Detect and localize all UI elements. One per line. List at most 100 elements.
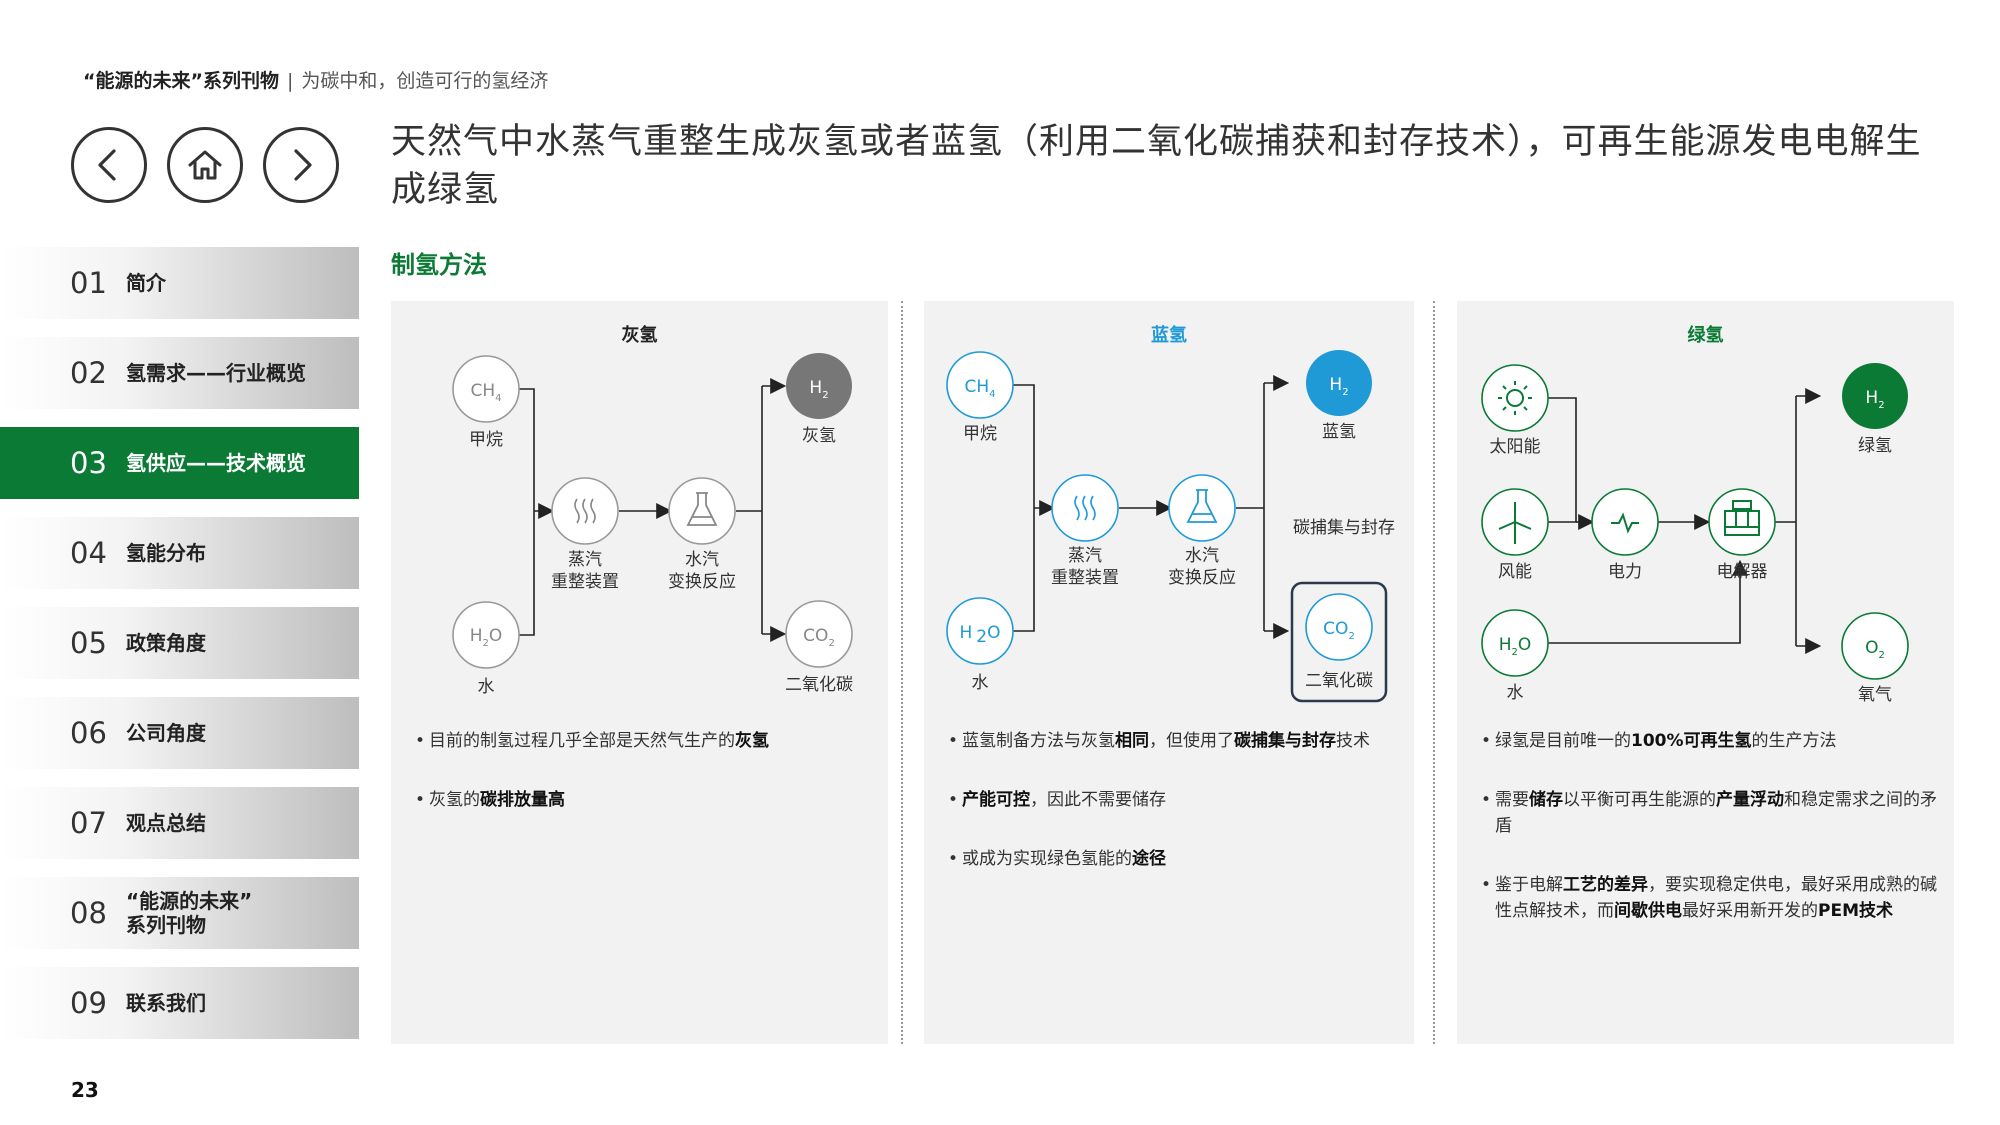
- svg-text:CO2: CO2: [1323, 619, 1355, 642]
- bullet-emphasis: 碳捕集与封存: [1234, 731, 1336, 751]
- electrolyser-node: [1708, 488, 1776, 556]
- svg-text:水: 水: [972, 673, 989, 693]
- pulse-icon: [1611, 512, 1639, 534]
- h2o-node: [452, 601, 520, 669]
- bullet-emphasis: 碳排放量高: [480, 790, 565, 810]
- svg-text:绿氢: 绿氢: [1858, 436, 1892, 456]
- panel-title-grey: 灰氢: [621, 325, 658, 346]
- bullet-item: 鉴于电解工艺的差异，要实现稳定供电，最好采用成熟的碱性点解技术，而间歇供电最好采…: [1481, 872, 1941, 924]
- bullet-text: 蓝氢制备方法与灰氢: [962, 731, 1115, 751]
- bullet-emphasis: 间歇供电: [1614, 901, 1682, 921]
- bullet-item: 目前的制氢过程几乎全部是天然气生产的灰氢: [415, 728, 875, 754]
- bullet-emphasis: 产量浮动: [1716, 790, 1784, 810]
- svg-text:蒸汽重整装置: 蒸汽重整装置: [1051, 546, 1119, 588]
- sidebar-item-label: 氢需求——行业概览: [126, 361, 306, 385]
- bullet-emphasis: 工艺的差异: [1563, 875, 1648, 895]
- sidebar-item-09[interactable]: 09 联系我们: [0, 967, 359, 1039]
- shift-node: [668, 477, 736, 545]
- svg-text:太阳能: 太阳能: [1490, 437, 1541, 457]
- bullet-emphasis: PEM技术: [1818, 901, 1893, 921]
- reformer-label: 蒸汽重整装置: [551, 550, 619, 592]
- steam-icon: [1074, 495, 1096, 521]
- co2-label: 二氧化碳: [785, 675, 853, 695]
- sidebar-item-label: 观点总结: [126, 811, 206, 835]
- bullet-emphasis: 灰氢: [735, 731, 769, 751]
- bullet-text: ，因此不需要储存: [1030, 790, 1166, 810]
- ch4-node: [946, 351, 1014, 419]
- chevron-right-icon: [294, 149, 312, 181]
- sidebar-item-number: 09: [70, 986, 107, 1020]
- grey-bullets: 目前的制氢过程几乎全部是天然气生产的灰氢灰氢的碳排放量高: [415, 728, 875, 813]
- sidebar-item-07[interactable]: 07 观点总结: [0, 787, 359, 859]
- bullet-emphasis: 100%可再生氢: [1631, 731, 1752, 751]
- sidebar-item-label: 联系我们: [126, 991, 206, 1015]
- sidebar-item-05[interactable]: 05 政策角度: [0, 607, 359, 679]
- svg-text:水汽变换反应: 水汽变换反应: [668, 550, 736, 592]
- wind-turbine-icon: [1498, 502, 1532, 544]
- bullet-text: 的生产方法: [1751, 731, 1837, 751]
- sidebar-item-number: 01: [70, 266, 107, 300]
- co2-node: [1305, 593, 1373, 661]
- sidebar-item-number: 07: [70, 806, 107, 840]
- bullet-text: 以平衡可再生能源的: [1563, 790, 1716, 810]
- sidebar-item-label: 政策角度: [126, 631, 206, 655]
- sidebar-item-label: 简介: [126, 271, 166, 295]
- reformer-label-l1: 蒸汽: [568, 550, 602, 570]
- bullet-emphasis: 相同: [1115, 731, 1149, 751]
- bullet-text: 需要: [1495, 790, 1529, 810]
- bullet-text: 和稳定需求之间的矛盾: [1495, 790, 1937, 836]
- divider: [1433, 301, 1435, 1044]
- sidebar-item-label: “能源的未来” 系列刊物: [126, 889, 253, 937]
- sidebar-item-08[interactable]: 08“能源的未来” 系列刊物: [0, 877, 359, 949]
- steam-icon: [574, 498, 596, 524]
- prev-button[interactable]: [71, 127, 147, 203]
- bullet-text: 鉴于电解: [1495, 875, 1563, 895]
- series-subtitle: 为碳中和，创造可行的氢经济: [301, 70, 549, 92]
- svg-text:CH4: CH4: [964, 377, 995, 400]
- sidebar-item-label: 公司角度: [126, 721, 206, 745]
- bullet-item: 产能可控，因此不需要储存: [948, 787, 1408, 813]
- ch4-label: 甲烷: [469, 430, 503, 450]
- sidebar-item-number: 05: [70, 626, 107, 660]
- chevron-left-icon: [98, 149, 116, 181]
- h2o-node: [946, 597, 1014, 665]
- bullet-text: 灰氢的: [429, 790, 480, 810]
- sidebar-item-number: 04: [70, 536, 107, 570]
- flask-icon: [686, 492, 718, 526]
- grey-h2-label: 灰氢: [802, 426, 836, 446]
- home-icon: [188, 150, 222, 180]
- bullet-emphasis: 途径: [1132, 849, 1166, 869]
- grey-h2-node: [786, 353, 852, 419]
- h2o-label: 水: [478, 677, 495, 697]
- sidebar-item-number: 03: [70, 446, 107, 480]
- solar-node: [1481, 364, 1549, 432]
- co2-node: [785, 600, 853, 668]
- bullet-emphasis: 储存: [1529, 790, 1563, 810]
- series-header: “能源的未来”系列刊物|为碳中和，创造可行的氢经济: [83, 66, 548, 93]
- sidebar-item-number: 02: [70, 356, 107, 390]
- bullet-item: 或成为实现绿色氢能的途径: [948, 846, 1408, 872]
- bullet-emphasis: 产能可控: [962, 790, 1030, 810]
- home-button[interactable]: [167, 127, 243, 203]
- bullet-item: 需要储存以平衡可再生能源的产量浮动和稳定需求之间的矛盾: [1481, 787, 1941, 839]
- page-title: 天然气中水蒸气重整生成灰氢或者蓝氢（利用二氧化碳捕获和封存技术），可再生能源发电…: [391, 122, 1922, 210]
- divider: [901, 301, 903, 1044]
- green-h2-node: [1842, 363, 1908, 429]
- svg-text:水汽变换反应: 水汽变换反应: [1168, 546, 1236, 588]
- sidebar-item-01[interactable]: 01 简介: [0, 247, 359, 319]
- blue-h2-node: [1306, 350, 1372, 416]
- blue-bullets: 蓝氢制备方法与灰氢相同，但使用了碳捕集与封存技术产能可控，因此不需要储存或成为实…: [948, 728, 1408, 872]
- sidebar-item-02[interactable]: 02 氢需求——行业概览: [0, 337, 359, 409]
- svg-text:CO2: CO2: [803, 626, 835, 649]
- o2-node: [1841, 612, 1909, 680]
- svg-text:蓝氢: 蓝氢: [1322, 422, 1356, 442]
- next-button[interactable]: [263, 127, 339, 203]
- grey-hydrogen-panel: 灰氢 CH4 甲烷 H2O 水 蒸汽重整装置 水汽变换反应 H2 灰氢: [391, 301, 888, 1044]
- bullet-item: 绿氢是目前唯一的100%可再生氢的生产方法: [1481, 728, 1941, 754]
- bullet-text: ，要实现稳定供电，最好采用成熟的碱性点解技术，而: [1495, 875, 1937, 921]
